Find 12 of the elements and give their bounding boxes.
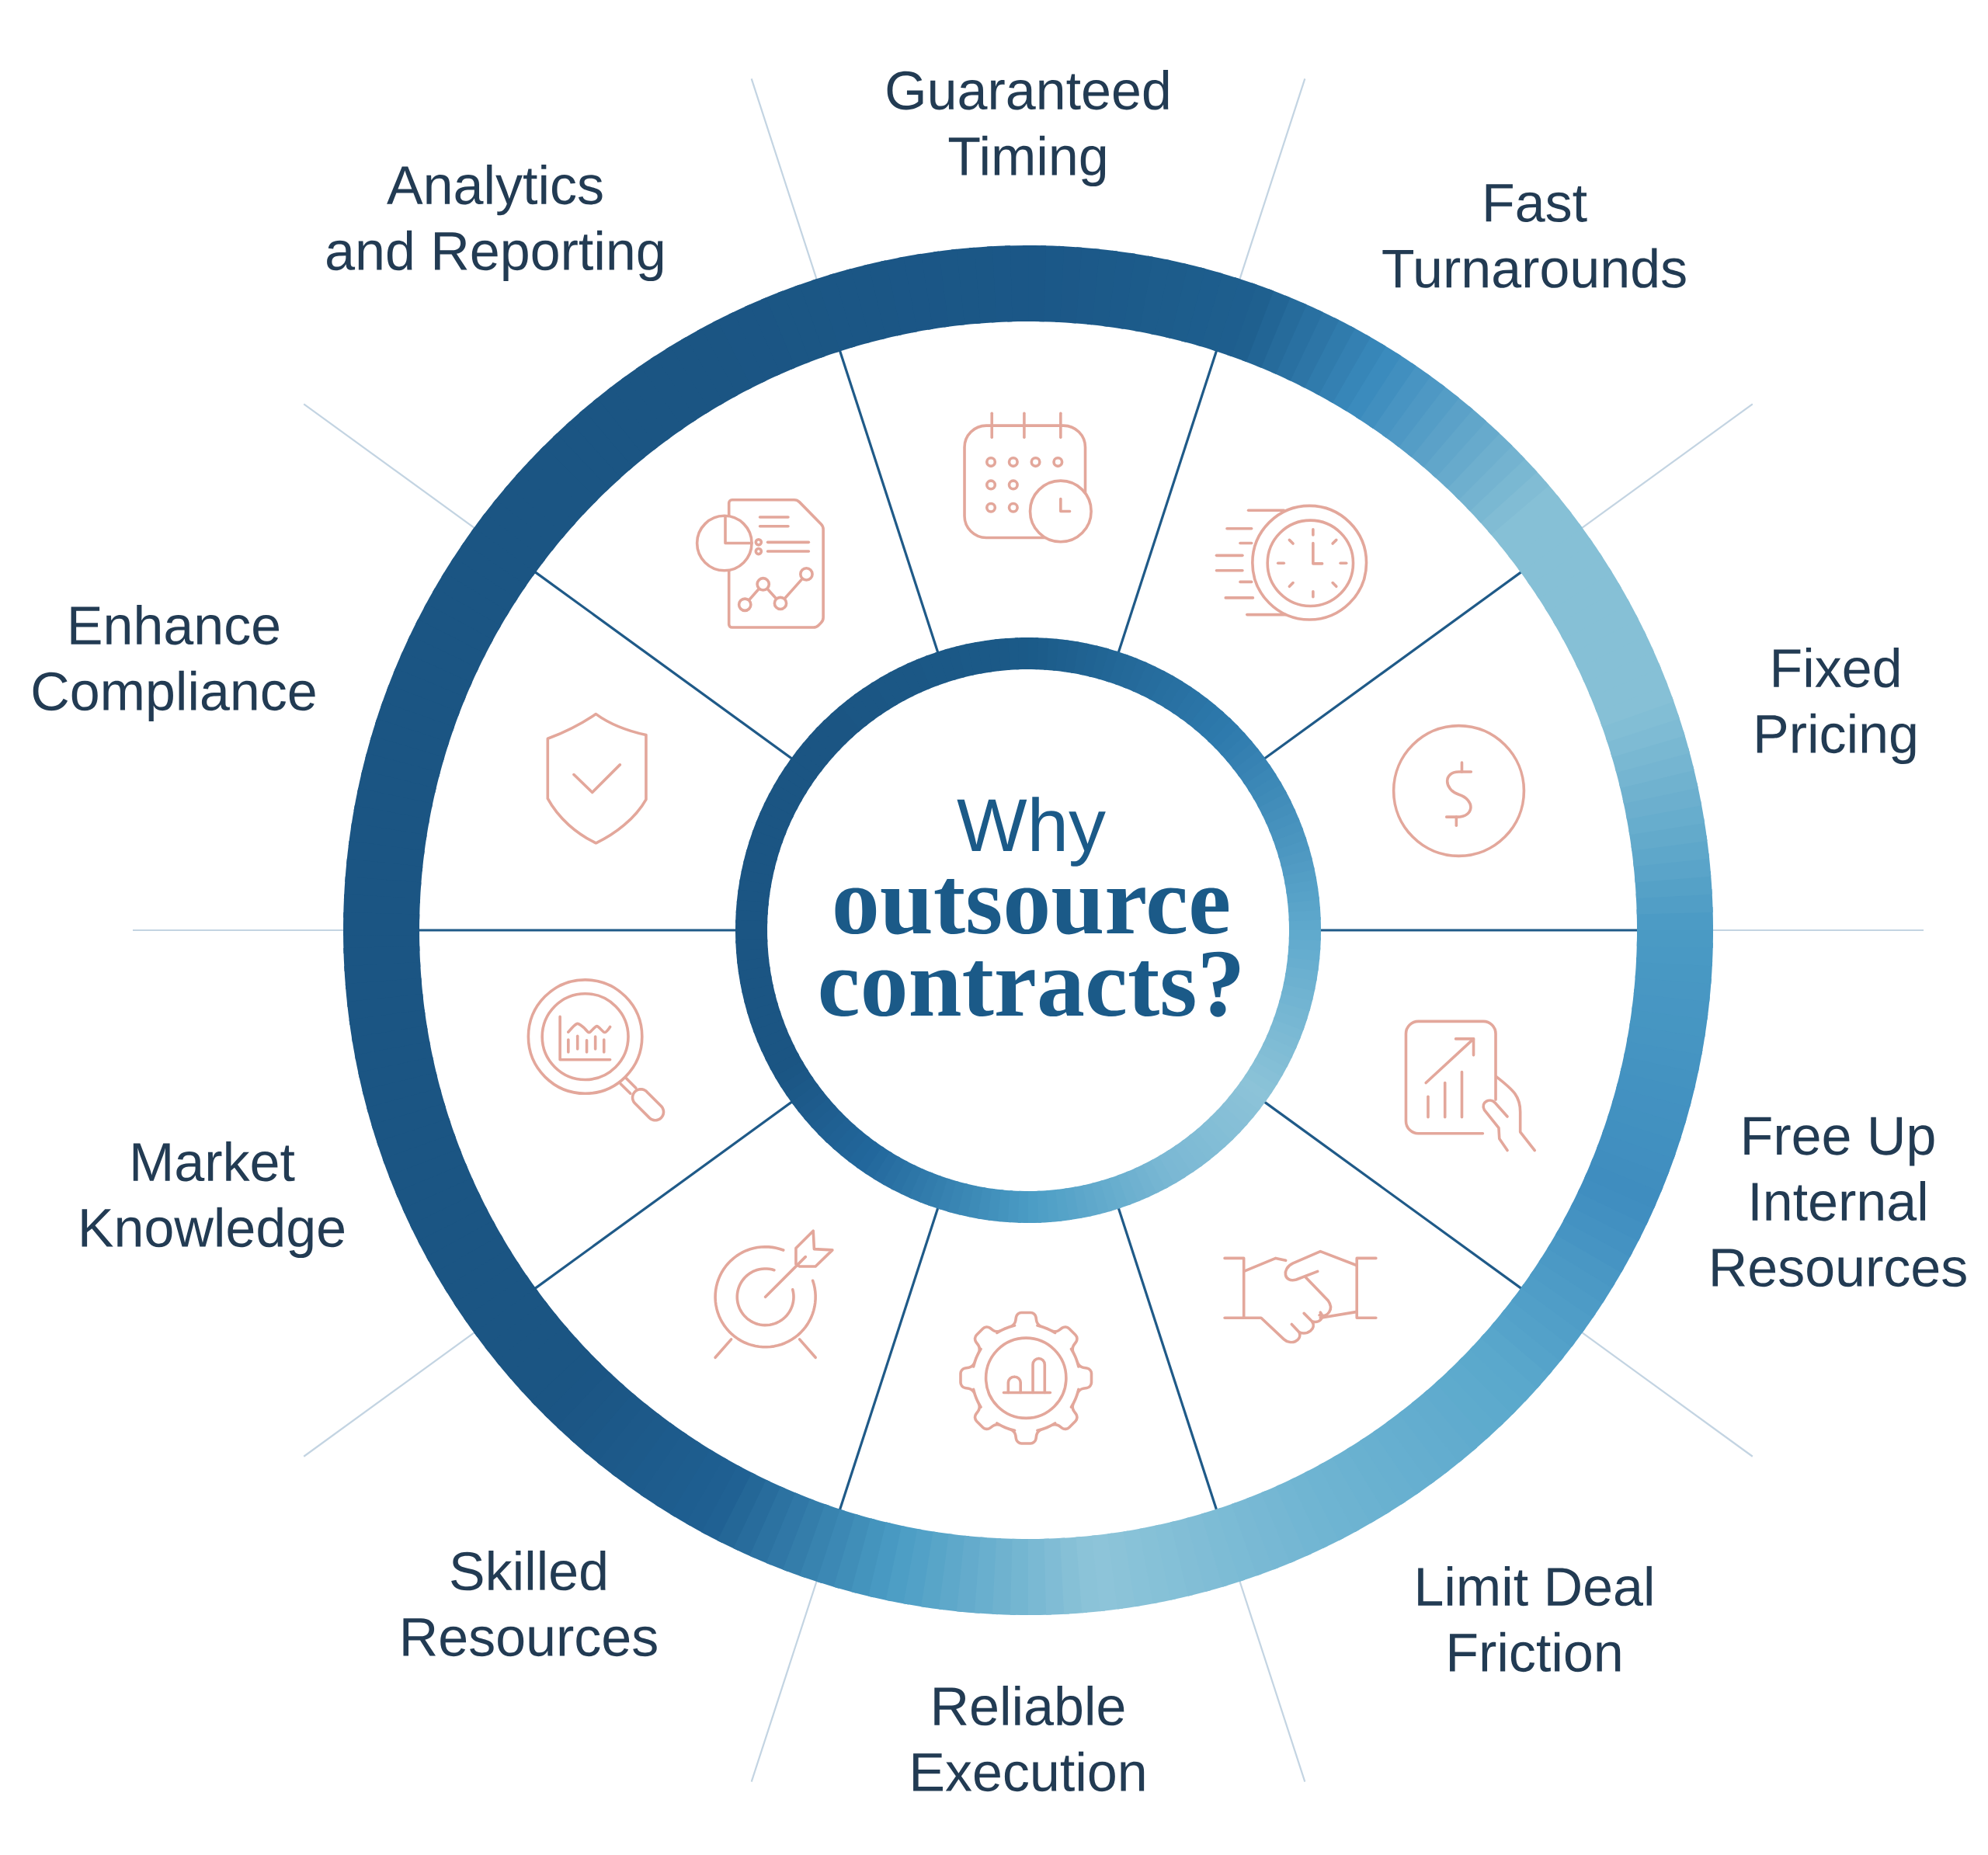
- benefit-label: Analytics and Reporting: [327, 164, 663, 282]
- benefit-label: Free Up Internal Resources: [1712, 1117, 1966, 1287]
- node-label: outsource contracts?: [820, 879, 1240, 1017]
- benefit-label: Enhance Compliance: [33, 604, 315, 722]
- benefit-label: Reliable Execution: [913, 1685, 1145, 1792]
- benefit-label: Fast Turnarounds: [1382, 184, 1686, 288]
- benefit-label: Limit Deal Friction: [1418, 1565, 1652, 1673]
- benefit-label: Guaranteed Timing: [887, 69, 1169, 187]
- benefit-label: Skilled Resources: [403, 1550, 657, 1657]
- node-label: Why: [957, 797, 1106, 867]
- benefit-label: Market Knowledge: [82, 1141, 344, 1259]
- benefit-label: Fixed Pricing: [1757, 647, 1916, 765]
